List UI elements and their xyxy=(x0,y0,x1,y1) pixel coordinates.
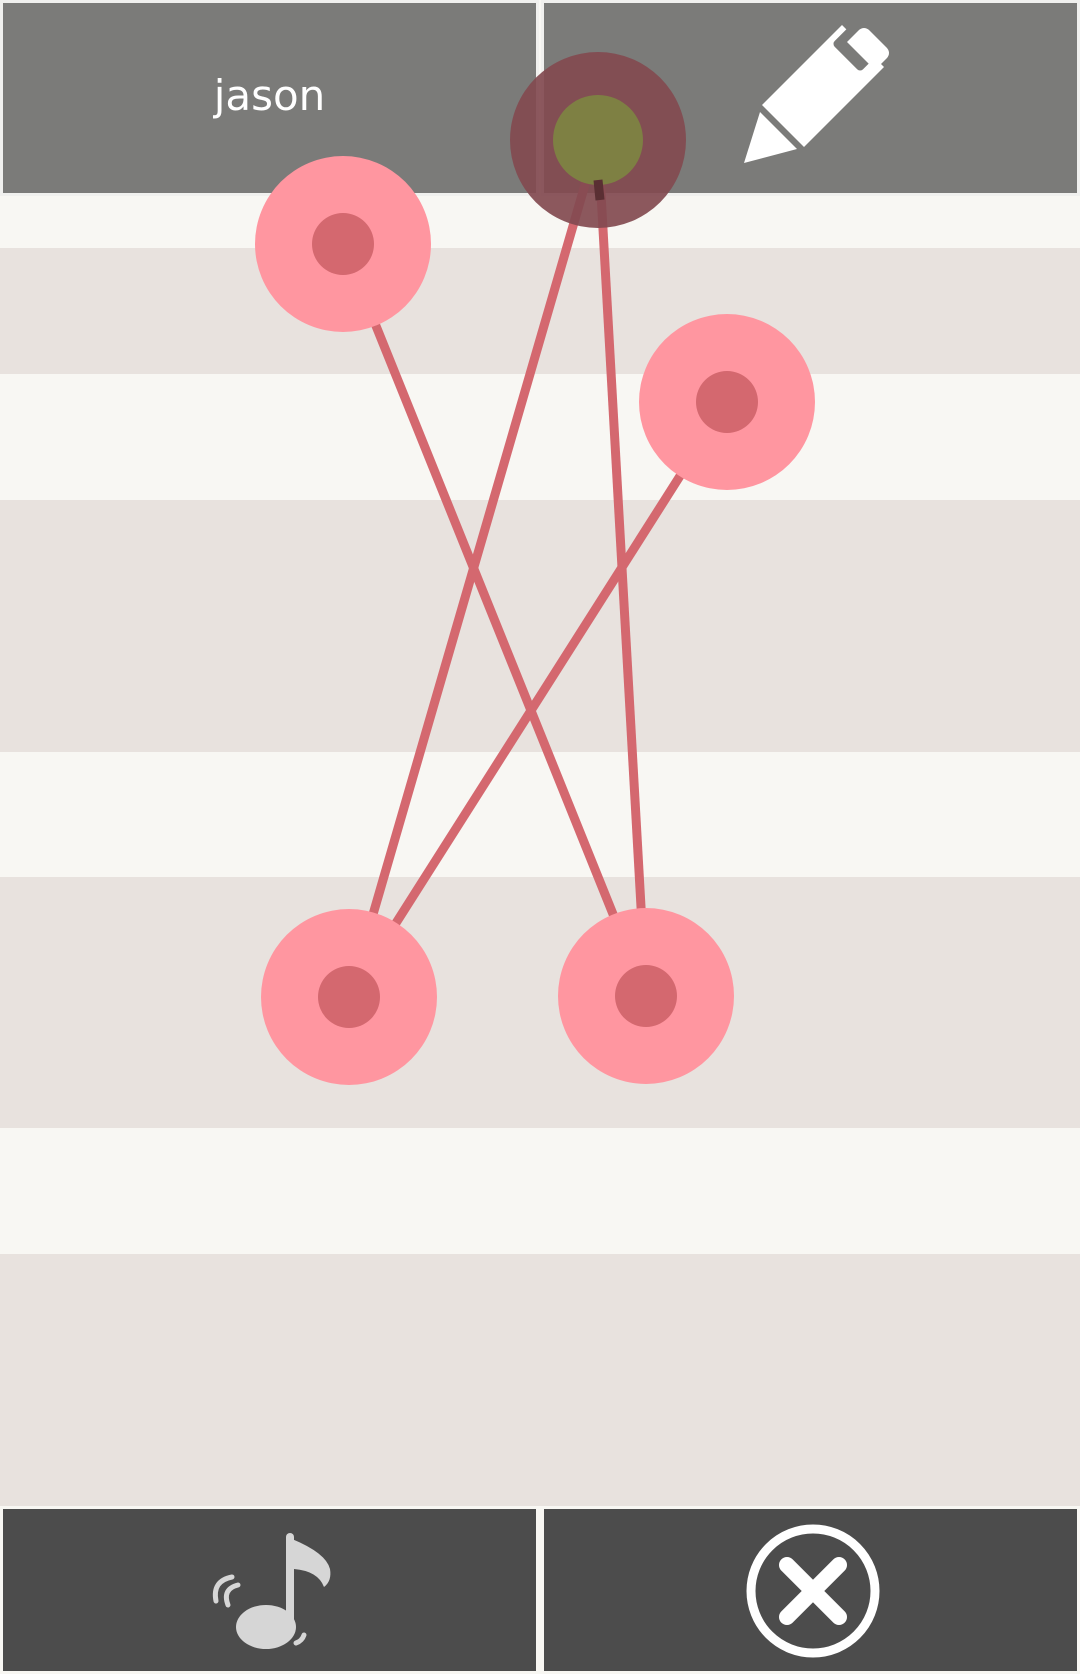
background-stripe xyxy=(0,196,1080,248)
close-circle-icon xyxy=(743,1521,883,1665)
background-stripe xyxy=(0,1128,1080,1254)
background-stripe xyxy=(0,248,1080,374)
music-note-icon xyxy=(208,1531,338,1655)
edit-button[interactable] xyxy=(541,0,1080,196)
background-stripe xyxy=(0,500,1080,752)
background-stripe xyxy=(0,752,1080,877)
username-label: jason xyxy=(213,71,326,120)
background-stripe xyxy=(0,877,1080,1128)
background-stripe xyxy=(0,374,1080,500)
background-stripe xyxy=(0,1254,1080,1506)
username-button[interactable]: jason xyxy=(0,0,539,196)
pencil-icon xyxy=(742,21,892,179)
cancel-button[interactable] xyxy=(541,1506,1080,1674)
sound-button[interactable] xyxy=(0,1506,539,1674)
